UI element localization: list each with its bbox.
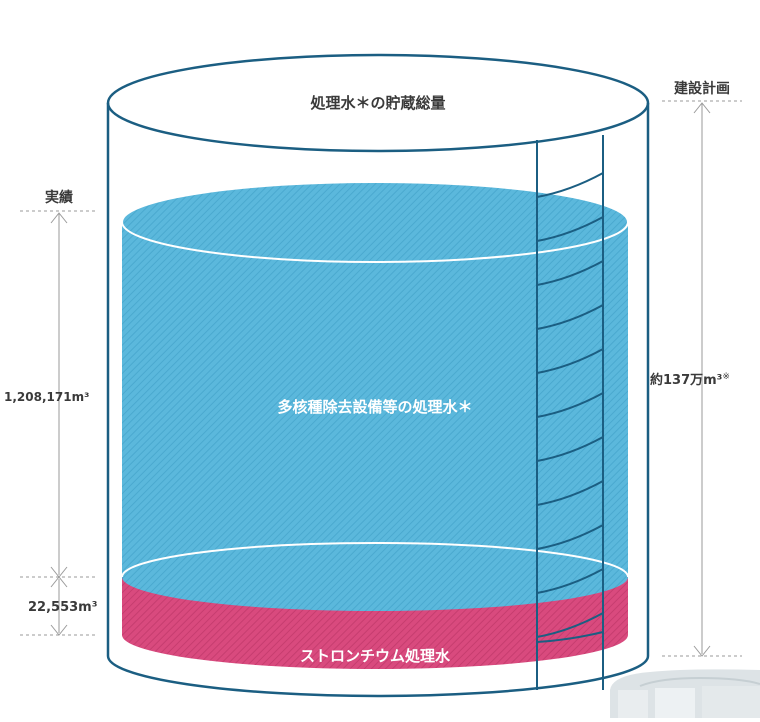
- tank-top-label: 処理水＊の貯蔵総量: [309, 94, 445, 112]
- ladder-rung: [536, 216, 604, 242]
- background-tanks-image: [610, 669, 760, 718]
- ladder-rungs: [536, 172, 604, 643]
- ladder-rung: [536, 172, 604, 198]
- ladder-rung: [536, 524, 604, 550]
- treated-water-layer: [121, 181, 629, 611]
- ladder-rung: [536, 392, 604, 418]
- ladder-rung: [536, 304, 604, 330]
- ladder-rung: [536, 568, 604, 594]
- right-dimension: [662, 100, 742, 657]
- ladder-rung: [536, 631, 604, 643]
- strontium-volume-label: 22,553m³: [28, 600, 97, 615]
- plan-note-mark: ※: [722, 372, 730, 382]
- treated-water-label: 多核種除去設備等の処理水＊: [277, 398, 472, 416]
- left-heading: 実績: [45, 189, 73, 206]
- tank-outline: [106, 53, 650, 698]
- ladder-rung: [536, 480, 604, 506]
- ladder-rung: [536, 348, 604, 374]
- ladder-rung: [536, 612, 604, 638]
- left-dimension: [20, 210, 98, 636]
- strontium-water-label: ストロンチウム処理水: [300, 647, 451, 665]
- treated-volume-label: 1,208,171m³: [4, 390, 89, 404]
- ladder-rung: [536, 436, 604, 462]
- ladder-rung: [536, 260, 604, 286]
- ladder: [536, 135, 604, 690]
- right-heading: 建設計画: [674, 80, 730, 97]
- plan-volume-value: 約137万m³: [650, 372, 722, 388]
- plan-volume-label: 約137万m³※: [650, 372, 730, 388]
